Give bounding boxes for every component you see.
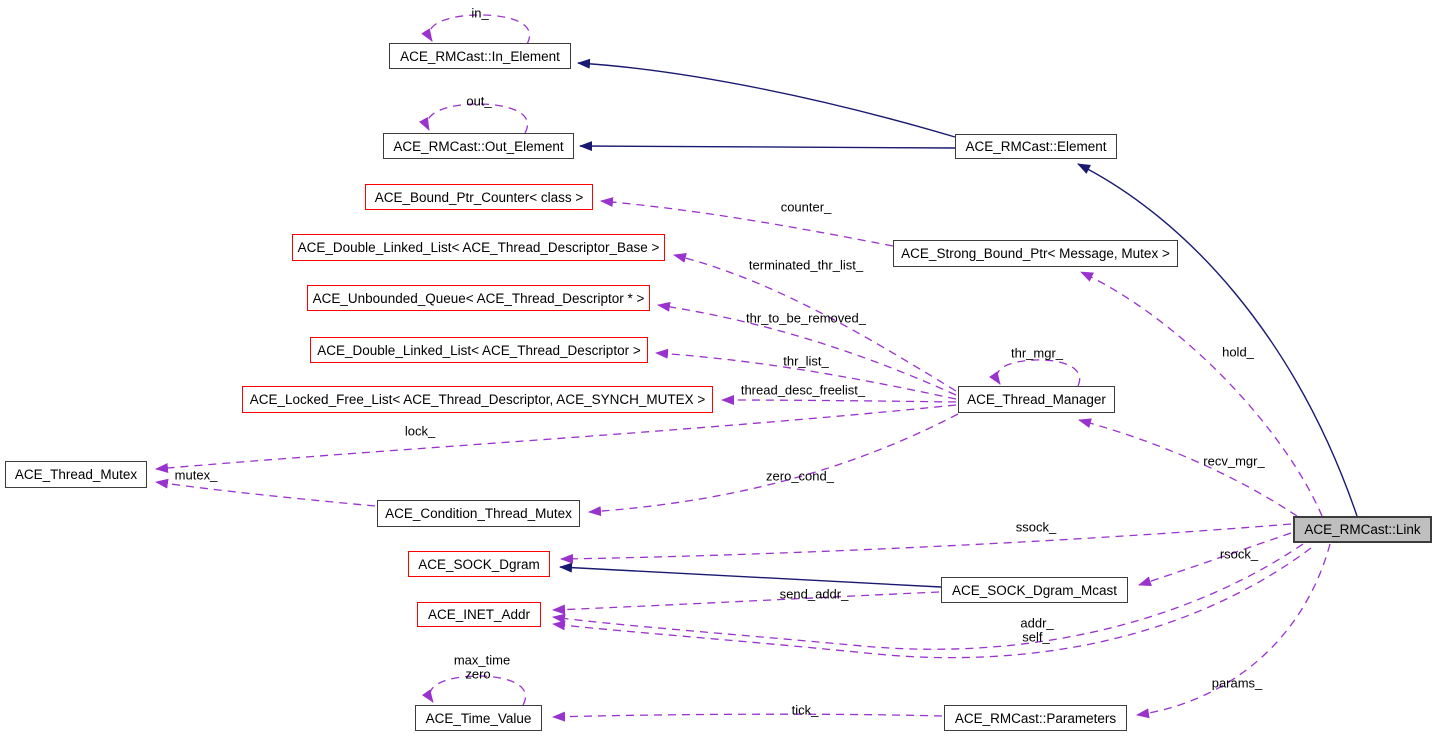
edge-label-recv-mgr: recv_mgr_ bbox=[1203, 453, 1265, 469]
edge-label-max-time: max_time bbox=[453, 652, 511, 668]
edge-rsock bbox=[1138, 532, 1292, 587]
edge-tick bbox=[552, 711, 943, 722]
edge-send-addr bbox=[552, 591, 940, 615]
edge-mcast-to-sock-dgram bbox=[559, 562, 942, 588]
edge-ssock bbox=[560, 523, 1292, 564]
edge-thread-desc-freelist bbox=[721, 395, 957, 406]
edge-label-zero: zero bbox=[465, 666, 491, 682]
node-ace-inet-addr[interactable]: ACE_INET_Addr bbox=[417, 602, 541, 627]
edge-time-value-self-loop bbox=[422, 675, 526, 706]
node-ace-locked-free-list[interactable]: ACE_Locked_Free_List< ACE_Thread_Descrip… bbox=[242, 386, 713, 413]
edge-out-self-loop bbox=[418, 103, 528, 134]
node-ace-rmcast-out-element[interactable]: ACE_RMCast::Out_Element bbox=[383, 133, 574, 159]
edge-addr bbox=[552, 543, 1304, 650]
edge-label-hold: hold_ bbox=[1222, 344, 1254, 360]
node-ace-thread-mutex[interactable]: ACE_Thread_Mutex bbox=[5, 461, 147, 488]
edge-hold bbox=[1080, 271, 1323, 517]
edge-label-thr-to-be-removed: thr_to_be_removed_ bbox=[746, 310, 866, 326]
node-ace-strong-bound-ptr[interactable]: ACE_Strong_Bound_Ptr< Message, Mutex > bbox=[893, 240, 1178, 267]
node-ace-condition-thread-mutex[interactable]: ACE_Condition_Thread_Mutex bbox=[377, 500, 580, 527]
node-ace-double-linked-list-base[interactable]: ACE_Double_Linked_List< ACE_Thread_Descr… bbox=[292, 234, 665, 261]
edge-label-in: in_ bbox=[471, 5, 489, 21]
edge-element-to-out-element bbox=[579, 141, 956, 152]
node-ace-unbounded-queue[interactable]: ACE_Unbounded_Queue< ACE_Thread_Descript… bbox=[307, 285, 650, 311]
edge-label-zero-cond: zero_cond_ bbox=[766, 468, 834, 484]
edge-mutex bbox=[155, 478, 376, 507]
edge-label-rsock: rsock_ bbox=[1219, 546, 1259, 562]
edge-label-mutex: mutex_ bbox=[174, 467, 218, 483]
edge-lock bbox=[155, 404, 957, 473]
edge-label-lock: lock_ bbox=[404, 423, 436, 439]
edge-in-self-loop bbox=[421, 14, 531, 45]
node-ace-rmcast-link[interactable]: ACE_RMCast::Link bbox=[1293, 516, 1432, 543]
node-ace-bound-ptr-counter[interactable]: ACE_Bound_Ptr_Counter< class > bbox=[365, 184, 593, 210]
edge-thr-mgr-self-loop bbox=[989, 359, 1081, 387]
edge-label-self: self_ bbox=[1022, 629, 1050, 645]
node-ace-rmcast-parameters[interactable]: ACE_RMCast::Parameters bbox=[944, 705, 1127, 731]
edge-zero-cond bbox=[588, 413, 959, 517]
node-ace-sock-dgram[interactable]: ACE_SOCK_Dgram bbox=[408, 551, 550, 577]
edge-label-params: params_ bbox=[1211, 675, 1263, 691]
edge-label-thr-mgr: thr_mgr_ bbox=[1010, 345, 1064, 361]
edge-label-addr: addr_ bbox=[1020, 615, 1054, 631]
edge-label-send-addr: send_addr_ bbox=[779, 586, 849, 602]
node-ace-time-value[interactable]: ACE_Time_Value bbox=[415, 705, 542, 731]
edge-label-tick: tick_ bbox=[791, 702, 819, 718]
edge-counter bbox=[600, 197, 894, 247]
edge-label-ssock: ssock_ bbox=[1015, 519, 1057, 535]
edge-recv-mgr bbox=[1078, 418, 1298, 517]
edge-link-to-element bbox=[1077, 163, 1358, 517]
edge-element-to-in-element bbox=[577, 58, 956, 138]
edge-label-terminated-thr-list: terminated_thr_list_ bbox=[748, 257, 864, 273]
edge-params bbox=[1136, 543, 1331, 719]
edge-label-out: out_ bbox=[466, 93, 492, 109]
node-ace-double-linked-list-descriptor[interactable]: ACE_Double_Linked_List< ACE_Thread_Descr… bbox=[310, 337, 648, 363]
edge-terminated-thr-list bbox=[673, 253, 957, 392]
edge-label-thr-list: thr_list_ bbox=[783, 353, 829, 369]
node-ace-thread-manager[interactable]: ACE_Thread_Manager bbox=[958, 386, 1115, 413]
node-ace-rmcast-in-element[interactable]: ACE_RMCast::In_Element bbox=[389, 43, 571, 69]
node-ace-sock-dgram-mcast[interactable]: ACE_SOCK_Dgram_Mcast bbox=[941, 577, 1128, 603]
edge-thr-to-be-removed bbox=[657, 301, 957, 396]
edge-self bbox=[552, 547, 1312, 659]
edge-label-counter: counter_ bbox=[780, 199, 832, 215]
edge-label-thread-desc-freelist: thread_desc_freelist_ bbox=[740, 382, 866, 398]
node-ace-rmcast-element[interactable]: ACE_RMCast::Element bbox=[955, 134, 1117, 159]
